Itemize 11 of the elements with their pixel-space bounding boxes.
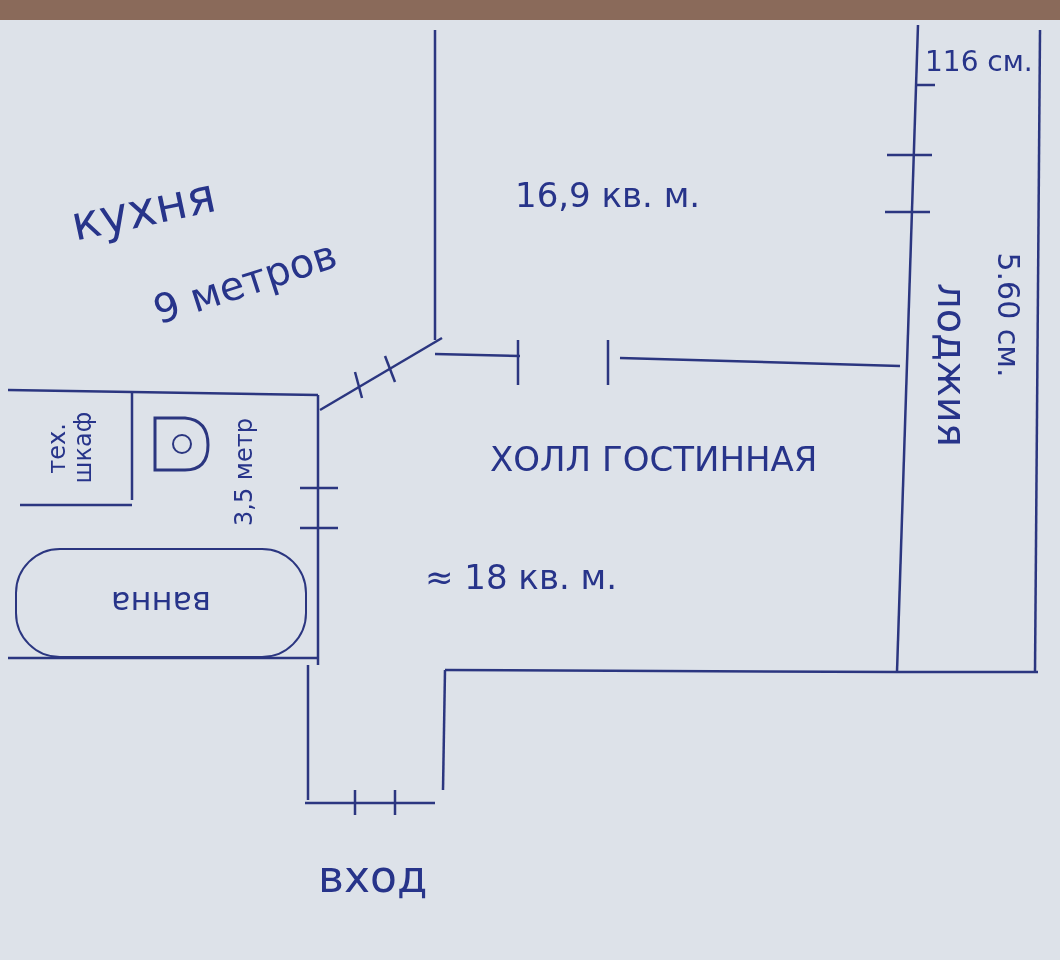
entrance-label: вход bbox=[318, 855, 428, 899]
room-label: лоджия bbox=[931, 283, 972, 447]
bathtub bbox=[15, 548, 307, 658]
area-label: ≈ 18 кв. м. bbox=[425, 560, 617, 594]
dimension-label: 116 см. bbox=[925, 48, 1033, 76]
room-label: тех. шкаф bbox=[43, 413, 97, 483]
room-label: ванна bbox=[111, 585, 211, 621]
room-label: ХОЛЛ ГОСТИННАЯ bbox=[490, 442, 818, 476]
area-label: 16,9 кв. м. bbox=[515, 178, 701, 212]
dimension-label: 3,5 метр bbox=[231, 418, 256, 526]
dimension-label: 5.60 см. bbox=[992, 252, 1023, 378]
